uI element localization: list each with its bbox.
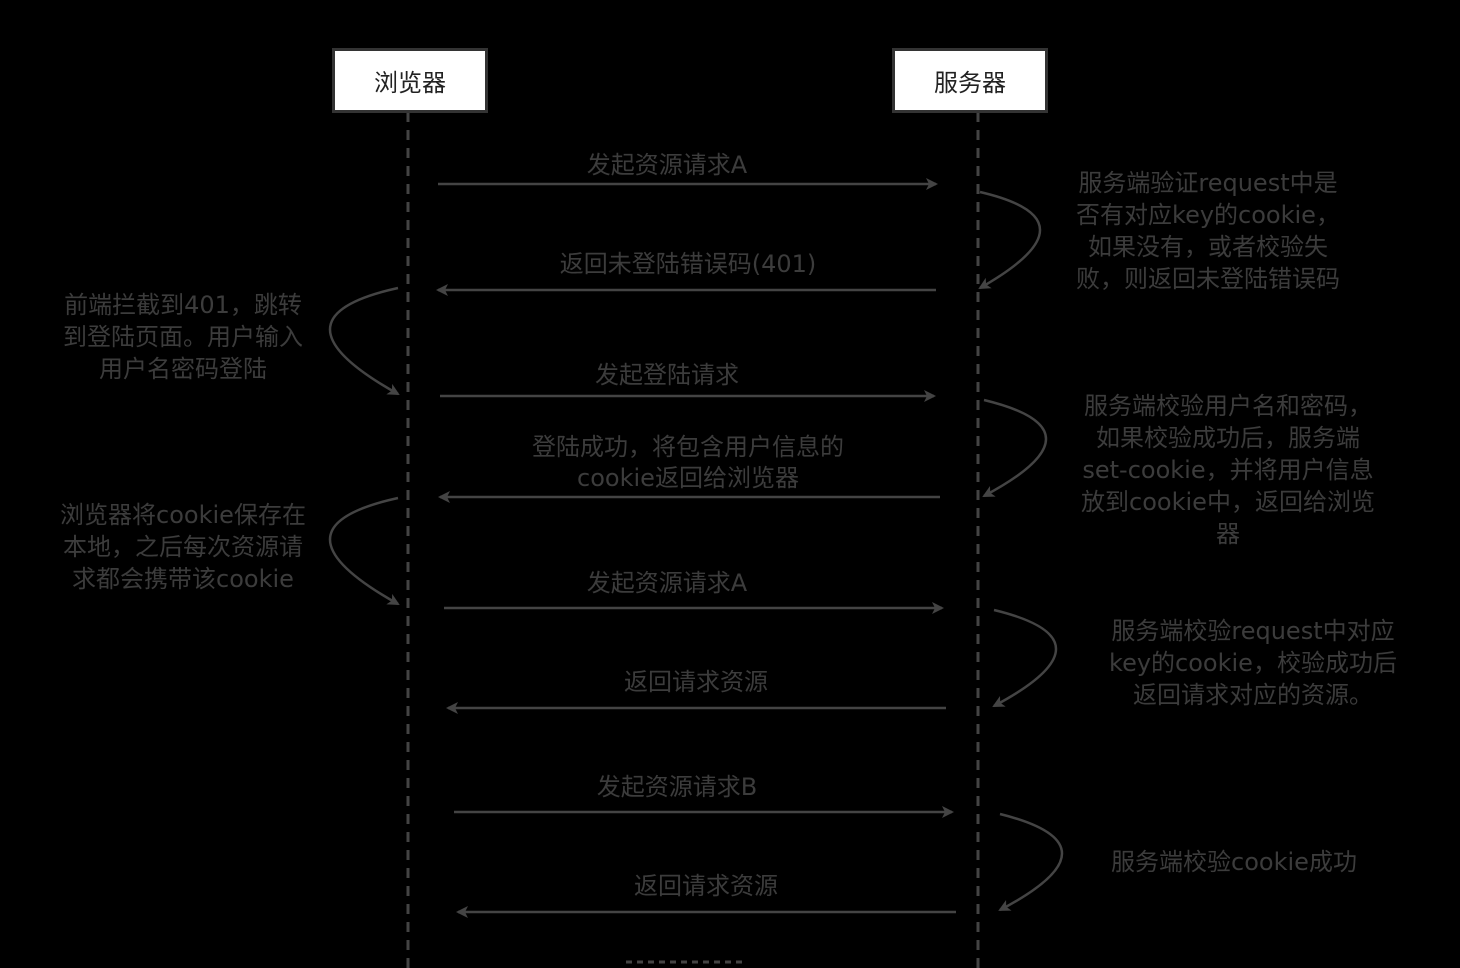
server-process-curve-4 bbox=[998, 812, 1063, 912]
browser-actor-box: 浏览器 bbox=[332, 48, 488, 113]
server-process-curve-1 bbox=[978, 190, 1041, 290]
browser-actor-label: 浏览器 bbox=[374, 69, 446, 97]
server-note-1: 服务端验证request中是 否有对应key的cookie， 如果没有，或者校验… bbox=[1076, 169, 1340, 293]
server-note-2: 服务端校验用户名和密码， 如果校验成功后，服务端 set-cookie，并将用户… bbox=[1081, 392, 1375, 548]
server-note-3: 服务端校验request中对应 key的cookie，校验成功后 返回请求对应的… bbox=[1109, 617, 1397, 709]
browser-process-curve-1 bbox=[328, 286, 400, 396]
server-process-curve-2 bbox=[982, 398, 1047, 498]
message-label-2: 返回未登陆错误码(401) bbox=[559, 250, 817, 278]
browser-process-curve-2 bbox=[328, 496, 400, 606]
message-label-3: 发起登陆请求 bbox=[595, 361, 739, 389]
message-label-1: 发起资源请求A bbox=[586, 151, 748, 179]
server-note-4: 服务端校验cookie成功 bbox=[1111, 848, 1357, 876]
browser-note-2: 浏览器将cookie保存在 本地，之后每次资源请 求都会携带该cookie bbox=[60, 501, 306, 593]
server-actor-box: 服务器 bbox=[892, 48, 1048, 113]
message-label-4: 登陆成功，将包含用户信息的 cookie返回给浏览器 bbox=[532, 433, 844, 492]
message-label-6: 返回请求资源 bbox=[624, 668, 768, 696]
server-actor-label: 服务器 bbox=[934, 69, 1006, 97]
browser-note-1: 前端拦截到401，跳转 到登陆页面。用户输入 用户名密码登陆 bbox=[63, 291, 303, 383]
server-process-curve-3 bbox=[992, 608, 1057, 708]
message-label-7: 发起资源请求B bbox=[596, 773, 758, 801]
message-label-5: 发起资源请求A bbox=[586, 569, 748, 597]
message-label-8: 返回请求资源 bbox=[634, 872, 778, 900]
